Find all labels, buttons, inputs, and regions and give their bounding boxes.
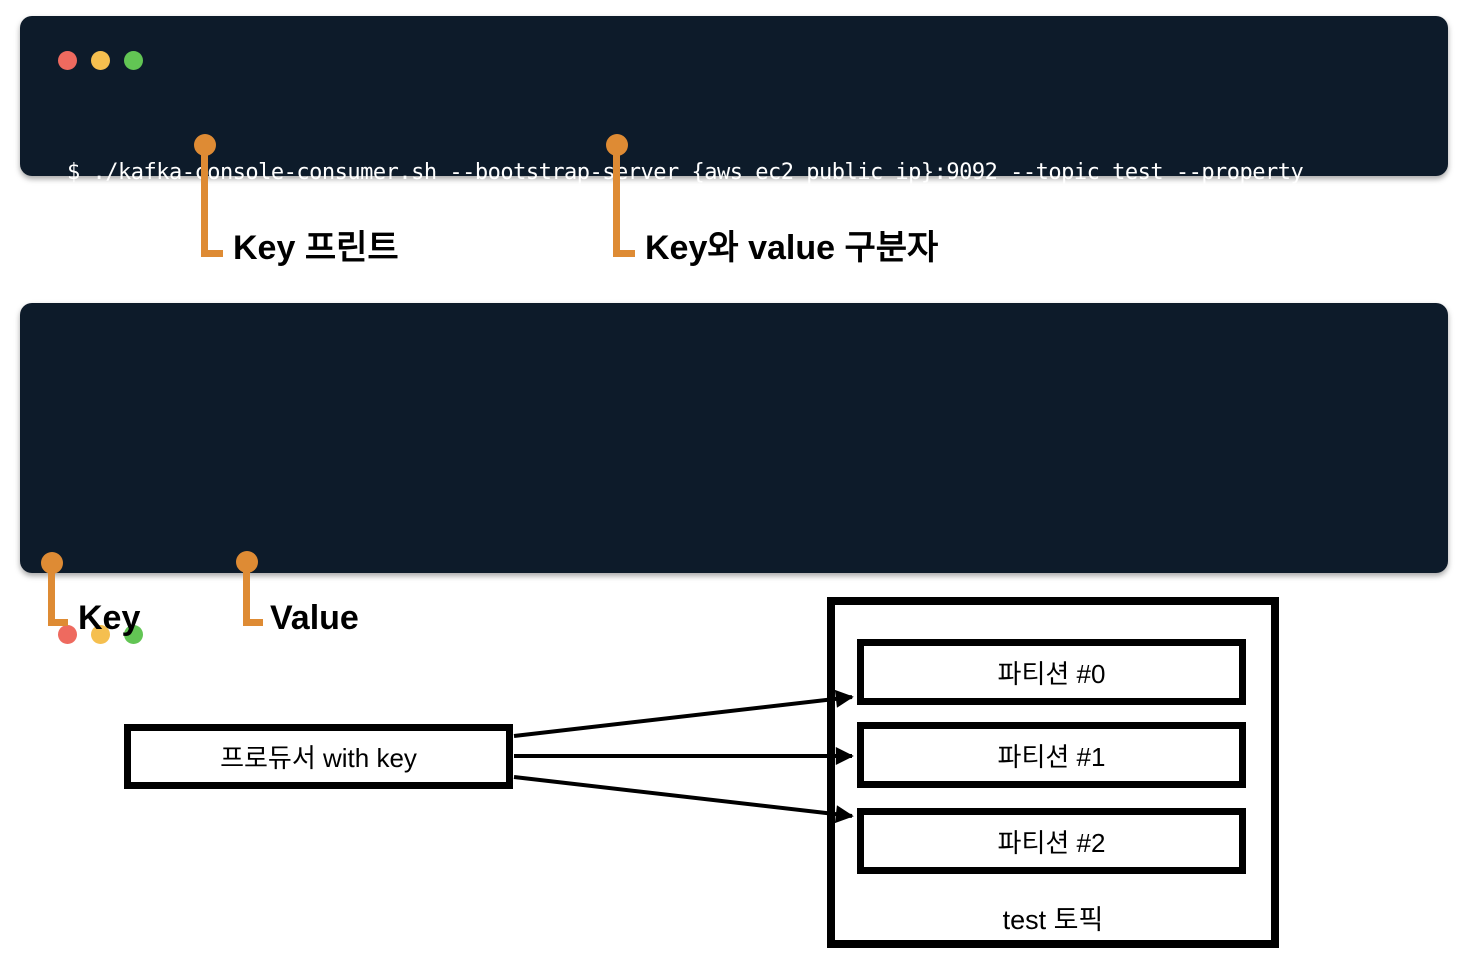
- annotation-label-key-print: Key 프린트: [233, 229, 399, 267]
- window-close-icon[interactable]: [58, 51, 77, 70]
- window-close-icon[interactable]: [58, 625, 77, 644]
- arrow-to-partition-2: [513, 775, 854, 824]
- record-line: 1-This is record 1: [67, 828, 297, 853]
- consumer-terminal-window: $ ./kafka-console-consumer.sh --bootstra…: [20, 16, 1448, 275]
- partition-2-box: 파티션 #2: [857, 808, 1246, 874]
- partition-1-box: 파티션 #1: [857, 722, 1246, 788]
- connector-line: [48, 563, 55, 626]
- connector-line: [613, 145, 620, 257]
- output-terminal-window: 0-This is record 0 1-This is record 1 2-…: [20, 303, 1448, 946]
- topic-label: test 토픽: [1002, 905, 1104, 935]
- producer-label: 프로듀서 with key: [220, 743, 417, 773]
- connector-dot-icon: [236, 551, 258, 573]
- connector-dot-icon: [194, 134, 216, 156]
- partition-1-label: 파티션 #1: [997, 741, 1106, 772]
- annotation-label-key: Key: [78, 599, 141, 637]
- command-line-1: $ ./kafka-console-consumer.sh --bootstra…: [67, 160, 1304, 185]
- connector-foot: [201, 250, 223, 257]
- consumer-output: 0-This is record 0 1-This is record 1 2-…: [67, 670, 297, 961]
- annotation-label-value: Value: [270, 599, 359, 637]
- partition-2-label: 파티션 #2: [997, 827, 1106, 858]
- connector-foot: [243, 619, 263, 626]
- connector-line: [201, 145, 208, 257]
- window-zoom-icon[interactable]: [124, 51, 143, 70]
- producer-box: 프로듀서 with key: [124, 724, 513, 789]
- partition-0-label: 파티션 #0: [997, 658, 1106, 689]
- window-controls: [58, 51, 143, 70]
- connector-line: [243, 562, 250, 626]
- window-controls: [58, 625, 143, 644]
- connector-foot: [613, 250, 635, 257]
- partition-0-box: 파티션 #0: [857, 639, 1246, 705]
- window-minimize-icon[interactable]: [91, 625, 110, 644]
- consumer-command: $ ./kafka-console-consumer.sh --bootstra…: [67, 98, 1304, 338]
- window-minimize-icon[interactable]: [91, 51, 110, 70]
- window-zoom-icon[interactable]: [124, 625, 143, 644]
- record-line: 2-This is record 2: [67, 921, 297, 946]
- connector-foot: [48, 619, 68, 626]
- connector-dot-icon: [606, 134, 628, 156]
- connector-dot-icon: [41, 552, 63, 574]
- annotation-label-key-value-separator: Key와 value 구분자: [645, 229, 939, 267]
- arrow-to-partition-0: [513, 689, 854, 738]
